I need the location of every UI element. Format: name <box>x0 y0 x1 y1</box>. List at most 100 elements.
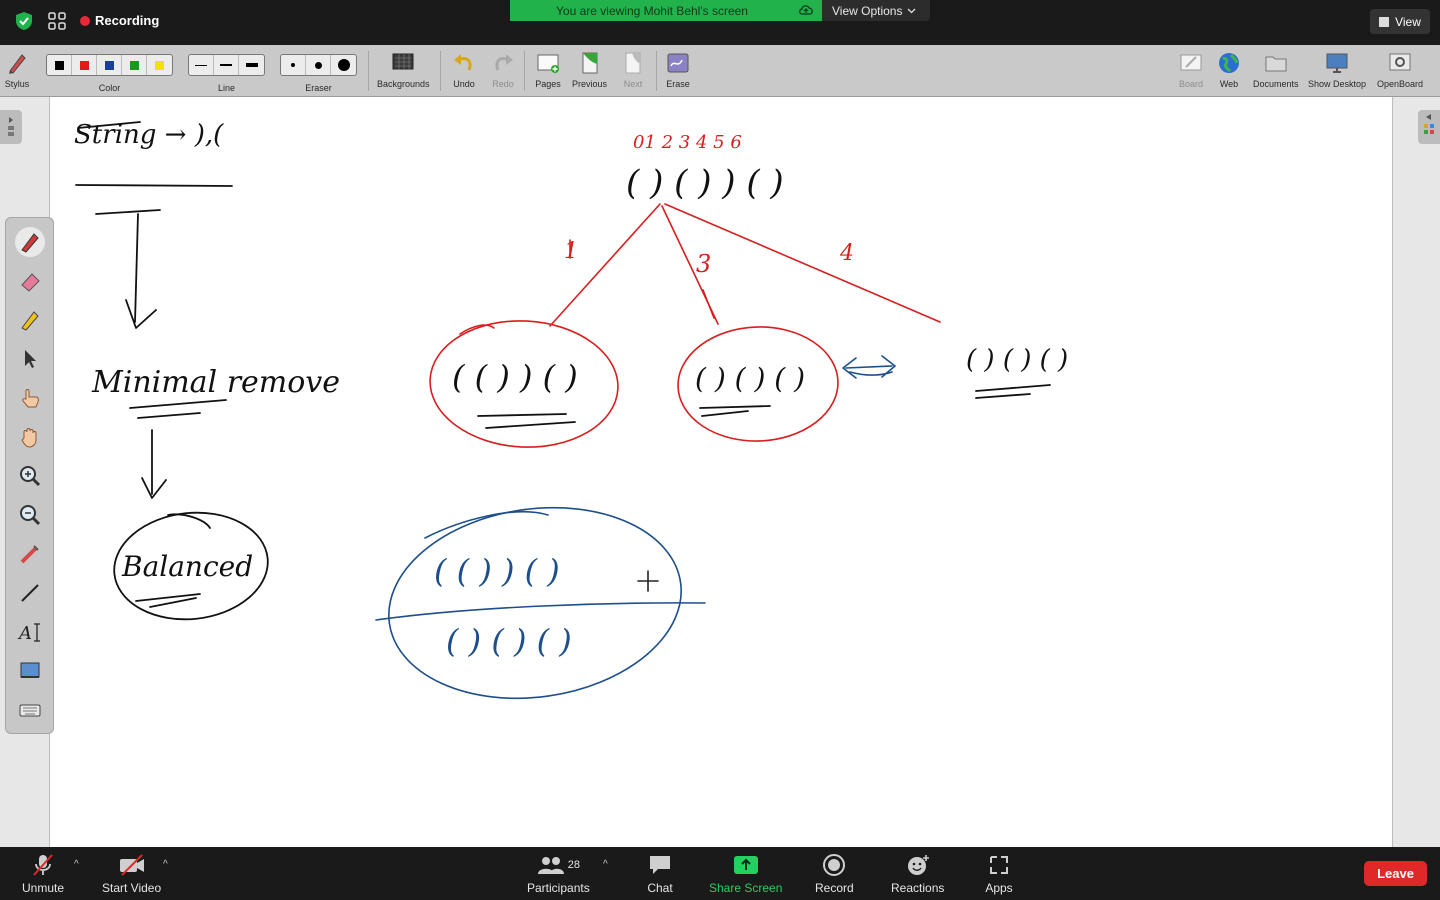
video-camera-off-icon <box>119 854 144 876</box>
video-options-chevron-icon[interactable]: ^ <box>163 859 168 870</box>
meeting-top-bar: Recording You are viewing Mohit Behl's s… <box>0 0 1440 45</box>
apps-button[interactable]: Apps <box>985 853 1013 895</box>
reactions-button[interactable]: Reactions <box>891 853 944 895</box>
view-label: View <box>1395 14 1421 29</box>
eraser-small-option[interactable] <box>281 55 306 75</box>
eraser-icon <box>21 273 40 292</box>
record-icon <box>823 854 846 876</box>
chat-label: Chat <box>647 881 673 895</box>
keyboard-icon <box>19 704 41 717</box>
toolbar-divider <box>440 51 441 91</box>
line-tool[interactable] <box>15 578 45 608</box>
pages-button[interactable]: Pages <box>535 50 561 89</box>
zoom-in-tool[interactable] <box>15 461 45 491</box>
toolbar-divider <box>524 51 525 91</box>
recording-dot-icon <box>80 15 90 26</box>
capture-screen-icon <box>20 662 40 678</box>
participants-icon <box>537 857 564 874</box>
start-video-button[interactable]: Start Video <box>102 853 161 895</box>
board-icon <box>1180 54 1202 71</box>
eraser-size-options <box>280 54 357 76</box>
share-screen-button[interactable]: Share Screen <box>709 853 782 895</box>
web-label: Web <box>1219 79 1239 89</box>
left-panel-toggle[interactable] <box>0 110 22 144</box>
zoom-out-tool[interactable] <box>15 500 45 530</box>
text-tool[interactable]: A <box>15 617 45 647</box>
meeting-controls-bar: Unmute ^ Start Video ^ 28 Participants ^… <box>0 847 1440 900</box>
undo-button[interactable]: Undo <box>451 50 477 89</box>
web-mode-button[interactable]: Web <box>1216 50 1242 89</box>
web-globe-icon <box>1219 53 1239 73</box>
capture-tool[interactable] <box>15 656 45 686</box>
openboard-menu-button[interactable]: OpenBoard <box>1377 50 1423 89</box>
color-swatch-blue[interactable] <box>97 55 122 75</box>
previous-page-button[interactable]: Previous <box>572 50 607 89</box>
backgrounds-label: Backgrounds <box>377 79 430 89</box>
line-width-picker[interactable]: Line <box>188 50 265 93</box>
view-button[interactable]: View <box>1370 9 1430 34</box>
leave-button[interactable]: Leave <box>1364 861 1427 886</box>
share-screen-icon <box>733 856 758 874</box>
security-shield-icon[interactable] <box>14 11 34 31</box>
reactions-label: Reactions <box>891 881 945 895</box>
audio-options-chevron-icon[interactable]: ^ <box>74 859 79 870</box>
line-medium-option[interactable] <box>214 55 239 75</box>
participants-button[interactable]: 28 Participants <box>527 853 590 895</box>
documents-mode-button[interactable]: Documents <box>1253 50 1299 89</box>
hand-pan-tool[interactable] <box>15 422 45 452</box>
toolbar-divider <box>656 51 657 91</box>
eraser-tool[interactable] <box>15 266 45 296</box>
apps-icon <box>990 856 1008 874</box>
pen-icon <box>21 233 39 253</box>
desktop-monitor-icon <box>1326 53 1348 73</box>
color-picker[interactable]: Color <box>46 50 173 93</box>
unmute-button[interactable]: Unmute <box>22 853 64 895</box>
text-icon: A <box>17 623 40 644</box>
virtual-keyboard-tool[interactable] <box>15 695 45 725</box>
color-swatch-green[interactable] <box>122 55 147 75</box>
eraser-medium-option[interactable] <box>306 55 331 75</box>
toolbar-divider <box>368 51 369 91</box>
backgrounds-tool[interactable]: Backgrounds <box>377 50 430 89</box>
eraser-large-option[interactable] <box>331 55 356 75</box>
whiteboard-canvas[interactable] <box>50 97 1392 847</box>
zoom-in-icon <box>20 466 41 487</box>
undo-arrow-icon <box>454 54 472 71</box>
redo-button[interactable]: Redo <box>490 50 516 89</box>
view-options-dropdown[interactable]: View Options <box>822 0 930 21</box>
color-swatch-black[interactable] <box>47 55 72 75</box>
gallery-grid-icon[interactable] <box>48 12 66 30</box>
color-swatch-yellow[interactable] <box>147 55 172 75</box>
unmute-label: Unmute <box>22 881 65 895</box>
participants-chevron-icon[interactable]: ^ <box>603 859 608 870</box>
chat-button[interactable]: Chat <box>646 853 674 895</box>
apps-label: Apps <box>985 881 1013 895</box>
chevron-down-icon <box>908 8 916 13</box>
select-tool[interactable] <box>15 344 45 374</box>
viewing-banner-text: You are viewing Mohit Behl's screen <box>556 3 748 18</box>
color-swatch-red[interactable] <box>72 55 97 75</box>
show-desktop-button[interactable]: Show Desktop <box>1308 50 1366 89</box>
library-panel-icon <box>1424 114 1434 134</box>
right-panel-toggle[interactable] <box>1418 110 1440 144</box>
start-video-label: Start Video <box>102 881 162 895</box>
recording-indicator[interactable]: Recording <box>80 13 159 28</box>
eraser-size-picker[interactable]: Eraser <box>280 50 357 93</box>
line-thick-option[interactable] <box>239 55 264 75</box>
laser-pointer-tool[interactable] <box>15 539 45 569</box>
erase-page-button[interactable]: Erase <box>665 50 691 89</box>
color-label: Color <box>98 83 121 93</box>
highlighter-tool[interactable] <box>15 305 45 335</box>
show-desktop-label: Show Desktop <box>1308 79 1367 89</box>
whiteboard-toolbar: Stylus Color Line Eraser B <box>0 45 1440 97</box>
documents-folder-icon <box>1265 56 1287 72</box>
openboard-label: OpenBoard <box>1377 79 1424 89</box>
interact-tool[interactable] <box>15 383 45 413</box>
stylus-pen-icon <box>9 54 26 74</box>
pen-tool[interactable] <box>15 227 45 257</box>
record-button[interactable]: Record <box>815 853 854 895</box>
board-mode-button[interactable]: Board <box>1178 50 1204 89</box>
stylus-tool[interactable]: Stylus <box>4 50 30 89</box>
line-thin-option[interactable] <box>189 55 214 75</box>
next-page-button[interactable]: Next <box>620 50 646 89</box>
